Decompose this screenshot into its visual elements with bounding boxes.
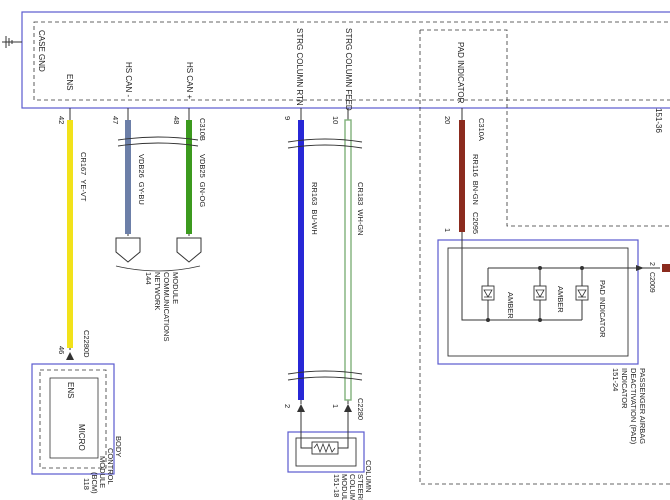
- connector-c2095: C2095: [471, 212, 480, 234]
- wire-grey-blue: [125, 120, 131, 234]
- pad-amber-1: AMBER: [506, 292, 515, 319]
- top-module-inner-dashed: [33, 21, 670, 101]
- pad-amber-2: AMBER: [556, 286, 565, 313]
- wire-brown-circuit: RR116BN-GN: [471, 154, 480, 205]
- connector-c2280d: C2280D: [82, 330, 91, 358]
- column-title-line4: MODULE: [340, 474, 349, 500]
- wire-grey-blue-circuit: VDB26GY-BU: [137, 154, 146, 205]
- pin-number-20: 20: [443, 116, 452, 124]
- network-label-line3: NETWORK: [153, 272, 162, 310]
- network-label-line2: COMMUNICATIONS: [162, 272, 171, 341]
- wire-green: [186, 120, 192, 234]
- pin-number-42: 42: [57, 116, 66, 124]
- connector-c2009: C2009: [648, 272, 655, 293]
- bcm-micro-label: MICRO: [77, 424, 86, 451]
- bcm-box: [31, 363, 115, 475]
- connector-c2280: C2280: [356, 398, 365, 420]
- c2009-pin-2: 2: [648, 262, 655, 266]
- twisted-pair-steering-bottom-2: [287, 376, 363, 381]
- network-brace: [115, 265, 201, 272]
- wire-blue: [298, 120, 304, 400]
- bcm-inner-dashed: [39, 369, 107, 469]
- column-arrow-1-icon: [297, 404, 305, 412]
- junction-dot-1: [538, 266, 542, 270]
- pin-number-47: 47: [111, 116, 120, 124]
- wire-white-green-circuit: CR183WH-GN: [356, 182, 365, 236]
- pin-number-1: 1: [331, 404, 340, 408]
- wire-yellow: [67, 120, 73, 348]
- wire-white-green: [344, 119, 352, 401]
- pin-label-case-gnd: CASE GND: [37, 30, 46, 72]
- pin-number-9: 9: [283, 116, 292, 120]
- ground-symbol: [2, 36, 22, 48]
- bcm-micro-box: [49, 377, 99, 459]
- column-zigzag-icon: [313, 442, 336, 454]
- connector-c310a: C310A: [477, 118, 486, 141]
- pin-label-strg-column-rtn: STRG COLUMN RTN: [295, 28, 304, 106]
- column-title-line2: STEERING: [356, 474, 365, 500]
- bcm-ref: 118: [82, 478, 91, 490]
- wire-yellow-circuit: CR167YE-VT: [79, 152, 88, 202]
- twisted-pair-steering-bottom: [287, 370, 363, 375]
- pad-indicator-label: PAD INDICATOR: [598, 280, 607, 338]
- pin-number-46: 46: [57, 346, 66, 354]
- c2009-wire-stub: [662, 264, 670, 272]
- bcm-title-line3: MODULE: [98, 456, 107, 488]
- c2009-arrow-icon: [636, 265, 644, 271]
- column-lead-2: [338, 412, 349, 449]
- led-icon: [481, 285, 495, 301]
- pin-label-pad-indicator: PAD INDICATOR: [456, 42, 465, 104]
- wire-green-circuit: VDB25GN-OG: [198, 154, 207, 207]
- column-module-inner: [295, 437, 357, 467]
- twisted-pair-steering-top: [287, 138, 363, 143]
- column-title-line1: COLUMN: [364, 460, 373, 493]
- pad-region-dashed-top: [420, 29, 670, 227]
- bcm-title-line2: CONTROL: [106, 448, 115, 485]
- pin-label-strg-column-feed: STRG COLUMN FEED: [344, 28, 353, 111]
- column-resistor-icon: [311, 441, 339, 455]
- column-title-line3: COLUMN: [348, 474, 357, 500]
- column-ref: 151-18: [332, 474, 341, 497]
- top-module-box: [21, 11, 670, 109]
- junction-dot-4: [486, 318, 490, 322]
- bcm-ens-label: ENS: [66, 382, 75, 398]
- twisted-pair-top-can: [117, 136, 199, 141]
- column-module-box: [287, 431, 365, 473]
- can-plus-terminal: [176, 237, 202, 263]
- pad-ref: 151-24: [611, 368, 620, 391]
- pad-module-box: [437, 239, 639, 365]
- led-icon: [533, 285, 547, 301]
- bcm-arrow-icon: [66, 352, 74, 360]
- column-arrow-2-icon: [344, 404, 352, 412]
- pin-number-48: 48: [172, 116, 181, 124]
- pin-label-ens: ENS: [65, 74, 74, 90]
- pin-label-hs-can-plus: HS CAN +: [185, 62, 194, 99]
- connector-c310b: C310B: [198, 118, 207, 141]
- wire-blue-circuit: RR163BU-WH: [310, 182, 319, 235]
- bcm-title-line4: (BCM): [90, 472, 99, 494]
- pin-number-10: 10: [331, 116, 340, 124]
- led-icon: [575, 285, 589, 301]
- pin-number-2: 2: [283, 404, 292, 408]
- pad-module-inner-box: [447, 247, 629, 357]
- junction-dot-2: [580, 266, 584, 270]
- pad-title-line3: INDICATOR: [620, 368, 629, 409]
- twisted-pair-top-can-2: [117, 142, 199, 147]
- network-label-line1: MODULE: [171, 272, 180, 304]
- pin-number-pad-1: 1: [443, 228, 452, 232]
- network-ref: 144: [144, 272, 153, 285]
- top-module-ref: 151-36: [654, 108, 663, 133]
- pad-title-line1: PASSENGER AIRBAG: [638, 368, 647, 444]
- bcm-title-line1: BODY: [114, 436, 123, 457]
- column-lead-1: [300, 412, 312, 449]
- pad-title-line2: DEACTIVATION (PAD): [629, 368, 638, 445]
- pin-label-hs-can-minus: HS CAN -: [124, 62, 133, 97]
- junction-dot-3: [538, 318, 542, 322]
- can-minus-terminal: [115, 237, 141, 263]
- wire-brown: [459, 120, 465, 232]
- twisted-pair-steering-top-2: [287, 144, 363, 149]
